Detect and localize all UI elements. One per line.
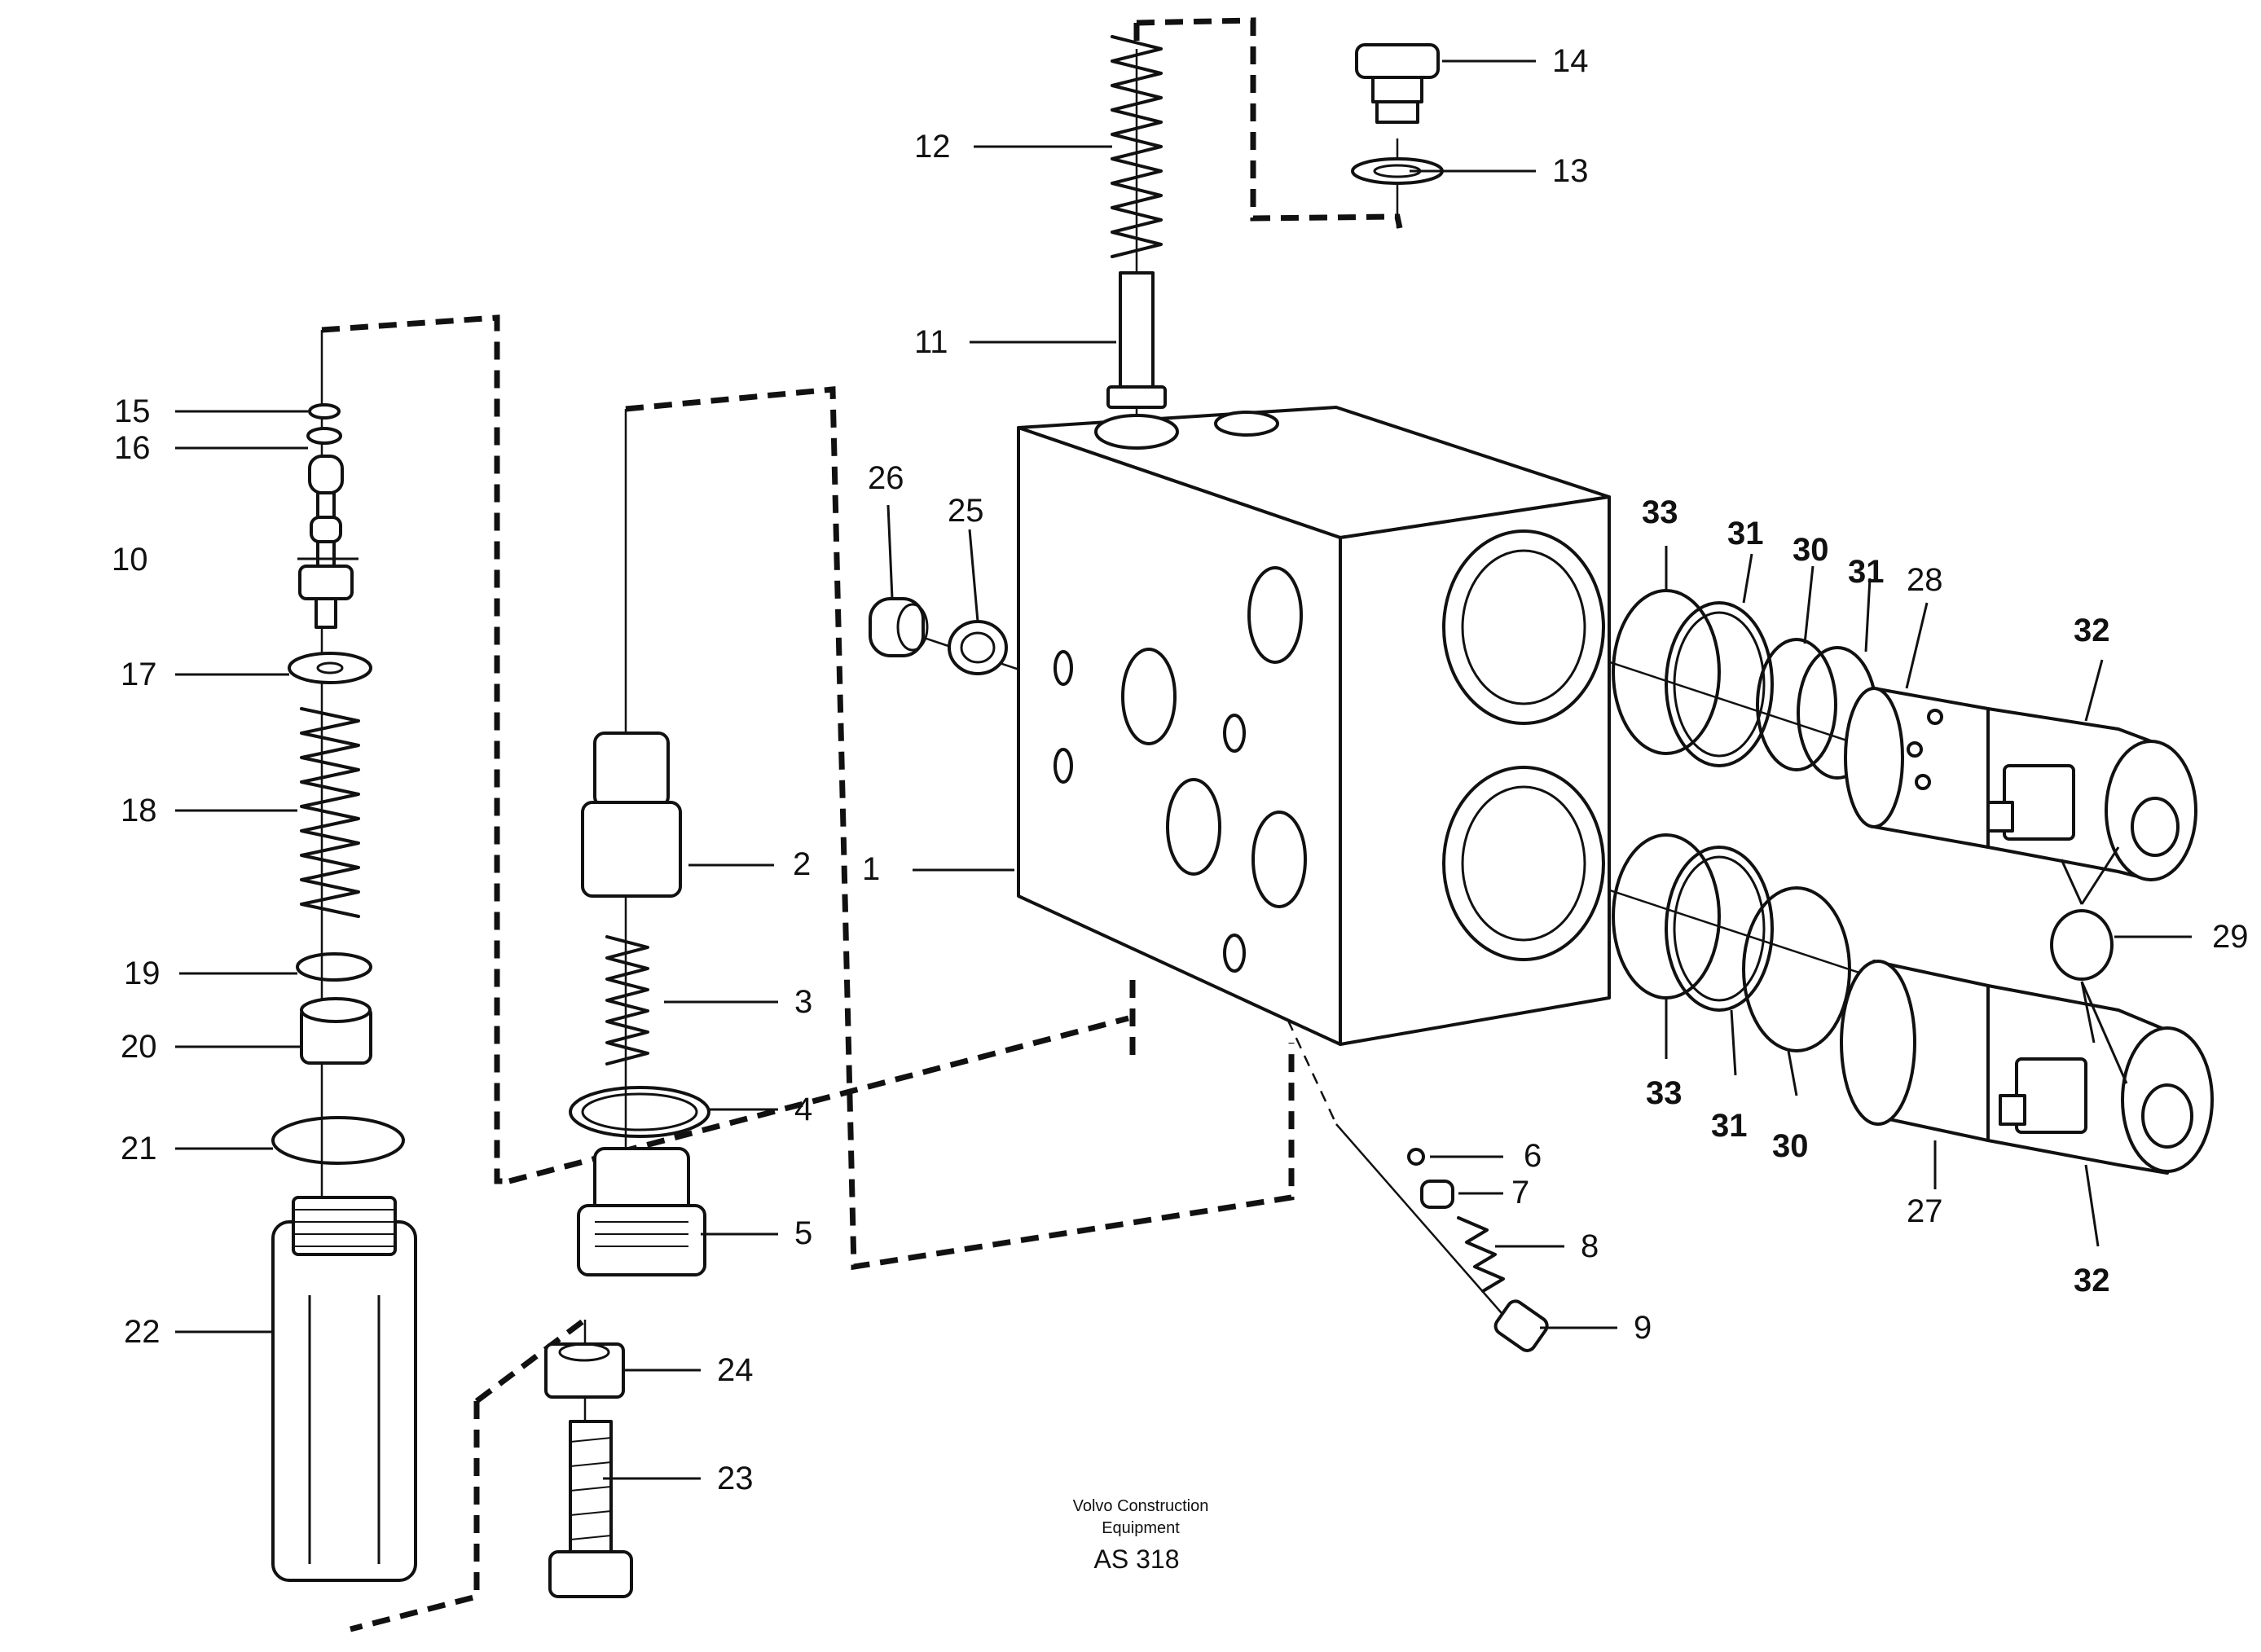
callout-22: 22: [124, 1314, 161, 1350]
screw-9: [1493, 1299, 1549, 1352]
callout-20: 20: [121, 1029, 157, 1065]
callout-17: 17: [121, 657, 157, 692]
block-top-port-b: [1214, 411, 1279, 437]
spring-12: [1111, 35, 1163, 258]
callout-33-lower: 33: [1646, 1075, 1683, 1111]
callout-7: 7: [1511, 1175, 1529, 1210]
check-valve-stack: [569, 732, 710, 1276]
ball-6: [1407, 1148, 1425, 1166]
callout-32-lower: 32: [2074, 1263, 2110, 1298]
callout-18: 18: [121, 793, 157, 828]
cartridge-upper: [1612, 589, 2197, 881]
callout-11: 11: [914, 324, 948, 360]
pilot-stack-top: [1106, 35, 1444, 409]
ring-30-upper: [1756, 638, 1837, 771]
cartridge-lower: [1612, 833, 2214, 1175]
fitting-parts: [869, 597, 1008, 675]
callout-28: 28: [1907, 562, 1943, 598]
drawing-footer: Volvo Construction Equipment AS 318: [1073, 1497, 1209, 1574]
ring-31-upper-a: [1665, 601, 1774, 767]
spring-3: [605, 935, 649, 1065]
sleeve-20: [300, 997, 372, 1065]
callout-33-upper: 33: [1642, 494, 1678, 530]
callout-30-lower: 30: [1772, 1128, 1809, 1164]
block-right-port-lower: [1442, 766, 1605, 961]
damper-chain: [1407, 1148, 1549, 1352]
callout-31-upper-a: 31: [1727, 516, 1764, 551]
plug-26: [869, 597, 929, 657]
callout-2: 2: [793, 846, 811, 882]
callout-29: 29: [2212, 919, 2249, 955]
solenoid-32-lower: [1986, 984, 2214, 1175]
oring-29: [2050, 909, 2114, 981]
valve-body-28: [1844, 687, 1990, 849]
callout-labels: 1 2 3 4 5 6 7 8 9 10 11 12 13 14 15 16 1…: [112, 43, 2249, 1496]
callout-4: 4: [794, 1092, 812, 1127]
block-side-port-4: [1251, 811, 1307, 908]
washer-17: [288, 652, 372, 684]
plug-14: [1355, 43, 1440, 124]
oring-19: [296, 952, 372, 982]
callout-23: 23: [717, 1461, 754, 1496]
valve-block: [1017, 406, 1611, 1046]
callout-3: 3: [794, 984, 812, 1020]
callout-21: 21: [121, 1131, 157, 1167]
spring-18: [300, 707, 360, 918]
leader-lines: [175, 59, 2192, 1480]
ring-16: [306, 427, 342, 445]
drawing-code: AS 318: [1094, 1544, 1180, 1574]
spring-8: [1457, 1216, 1505, 1293]
nut-24: [544, 1342, 625, 1399]
callout-14: 14: [1552, 43, 1589, 79]
oring-21: [271, 1116, 405, 1165]
callout-26: 26: [868, 460, 904, 496]
callout-25: 25: [948, 493, 984, 529]
callout-12: 12: [914, 129, 951, 165]
bolt-assembly: [544, 1342, 633, 1598]
callout-24: 24: [717, 1352, 754, 1388]
bolt-23: [548, 1420, 633, 1598]
block-side-port-3: [1166, 778, 1221, 876]
callout-9: 9: [1634, 1310, 1652, 1346]
callout-31-upper-b: 31: [1848, 554, 1885, 590]
callout-5: 5: [794, 1215, 812, 1251]
callout-8: 8: [1581, 1228, 1599, 1264]
seat-7: [1420, 1180, 1454, 1209]
callout-6: 6: [1524, 1138, 1542, 1174]
plunger-11: [1119, 271, 1155, 389]
callout-30-upper: 30: [1793, 532, 1829, 568]
oring-4: [569, 1086, 710, 1138]
company-name-line1: Volvo Construction: [1073, 1497, 1209, 1515]
callout-10: 10: [112, 542, 148, 578]
callout-13: 13: [1552, 153, 1589, 189]
callout-19: 19: [124, 956, 161, 991]
callout-27: 27: [1907, 1193, 1943, 1229]
block-side-port-1: [1121, 648, 1177, 745]
ring-30-lower: [1742, 886, 1851, 1052]
callout-31-lower: 31: [1711, 1108, 1748, 1144]
block-side-port-2: [1247, 566, 1303, 664]
ring-31-lower: [1665, 846, 1774, 1012]
callout-15: 15: [114, 393, 151, 429]
callout-1: 1: [862, 851, 880, 887]
solenoid-32-upper: [1986, 707, 2197, 881]
valve-body-27: [1840, 960, 1990, 1142]
piston-2: [581, 732, 682, 898]
block-top-port-a: [1094, 414, 1179, 450]
poppet-10: [298, 455, 354, 629]
plug-5: [577, 1147, 706, 1276]
callout-32-upper: 32: [2074, 613, 2110, 648]
callout-16: 16: [114, 430, 151, 466]
seal-25: [948, 620, 1008, 675]
relief-valve-stack: [271, 403, 417, 1582]
housing-22: [271, 1196, 417, 1582]
block-right-port-upper: [1442, 529, 1605, 725]
company-name-line2: Equipment: [1102, 1519, 1180, 1537]
ring-15: [308, 403, 341, 420]
